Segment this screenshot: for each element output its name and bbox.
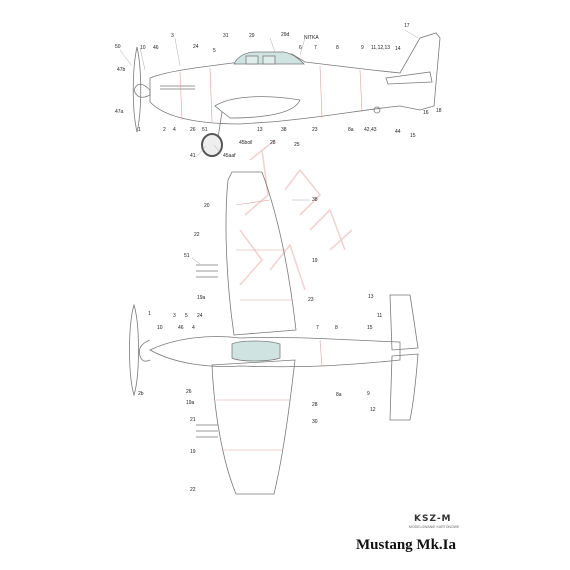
plan-label-11: 11 [377, 313, 383, 319]
plan-lower-wing [211, 359, 296, 495]
label-6: 6 [299, 45, 302, 51]
plan-label-1: 1 [148, 311, 151, 317]
label-44: 44 [395, 129, 401, 135]
label-50: 50 [115, 44, 121, 50]
plan-label-23: 23 [308, 297, 314, 303]
plan-label-30: 30 [312, 419, 318, 425]
plan-label-19-lower: 19 [190, 449, 196, 455]
label-38: 38 [281, 127, 287, 133]
label-15: 15 [410, 133, 416, 139]
plan-tailplane [389, 294, 419, 351]
label-1: 1 [138, 127, 141, 133]
brand-subtitle: MODELOWANIE KARTONOWE [409, 525, 460, 529]
side-fuselage [149, 32, 441, 125]
plan-fuselage [149, 336, 401, 368]
label-42-43: 42,43 [364, 127, 377, 133]
label-45boil: 45boil [239, 140, 253, 146]
plan-label-15: 15 [367, 325, 373, 331]
plan-label-26: 26 [186, 389, 192, 395]
label-29: 29 [249, 33, 255, 39]
plan-upper-wing [225, 171, 297, 336]
plan-label-19a-upper: 19a [197, 295, 206, 301]
label-45aaf: 45aaf [223, 153, 236, 159]
plan-label-19-upper: 19 [312, 258, 318, 264]
plan-label-9: 9 [367, 391, 370, 397]
label-46: 46 [153, 45, 159, 51]
plan-label-22-upper: 22 [194, 232, 200, 238]
plan-label-12: 12 [370, 407, 376, 413]
sheet-title: Mustang Mk.Ia [356, 537, 457, 553]
label-7: 7 [314, 45, 317, 51]
label-41: 41 [190, 153, 196, 159]
plan-label-13: 13 [368, 294, 374, 300]
label-23: 23 [312, 127, 318, 133]
side-tailwheel [373, 106, 381, 114]
plan-guns-lower [196, 424, 218, 438]
plan-guns-upper [196, 264, 218, 278]
brand-logo: KSZ-M [414, 514, 452, 524]
label-26: 26 [190, 127, 196, 133]
plan-label-22-lower: 22 [190, 487, 196, 493]
plan-label-28: 28 [312, 402, 318, 408]
plan-label-3: 3 [173, 313, 176, 319]
plan-propeller [129, 303, 139, 397]
label-8a: 8a [348, 127, 354, 133]
watermark-graphic [239, 139, 353, 291]
label-nitka: NITKA [304, 35, 319, 41]
side-scoop [214, 96, 301, 119]
label-16: 16 [423, 110, 429, 116]
label-25: 25 [294, 142, 300, 148]
side-propeller [132, 46, 142, 133]
plan-label-8: 8 [335, 325, 338, 331]
label-9: 9 [361, 45, 364, 51]
label-24: 24 [193, 44, 199, 50]
plan-label-46: 46 [178, 325, 184, 331]
plan-label-4: 4 [192, 325, 195, 331]
plan-label-5: 5 [185, 313, 188, 319]
side-exhaust [160, 85, 195, 90]
plan-label-24: 24 [197, 313, 203, 319]
label-47a: 47a [115, 109, 124, 115]
side-tailplane [385, 71, 433, 85]
plan-tailplane-lower [389, 353, 419, 421]
side-main-wheel [201, 133, 223, 157]
label-3: 3 [171, 33, 174, 39]
plan-label-20: 20 [204, 203, 210, 209]
side-view [119, 29, 441, 158]
label-51: 51 [202, 127, 208, 133]
label-31: 31 [223, 33, 229, 39]
side-spinner [133, 83, 151, 98]
label-10: 10 [140, 45, 146, 51]
label-4: 4 [173, 127, 176, 133]
label-2: 2 [163, 127, 166, 133]
plan-label-21: 21 [190, 417, 196, 423]
label-5: 5 [213, 48, 216, 54]
plan-label-2b: 2b [138, 391, 144, 397]
plan-label-10: 10 [157, 325, 163, 331]
plan-label-51: 51 [184, 253, 190, 259]
label-11-12-13: 11,12,13 [371, 45, 391, 51]
label-17: 17 [404, 23, 410, 29]
label-29d: 29d [281, 32, 290, 38]
label-28: 28 [270, 140, 276, 146]
label-8: 8 [336, 45, 339, 51]
label-14: 14 [395, 46, 401, 52]
label-47b: 47b [117, 67, 126, 73]
plan-label-19a-lower: 19a [186, 400, 195, 406]
plan-label-7: 7 [316, 325, 319, 331]
plan-label-8a: 8a [336, 392, 342, 398]
label-18: 18 [436, 108, 442, 114]
plan-view [129, 171, 419, 495]
label-13: 13 [257, 127, 263, 133]
plan-label-38: 38 [312, 197, 318, 203]
plan-canopy [231, 340, 281, 362]
